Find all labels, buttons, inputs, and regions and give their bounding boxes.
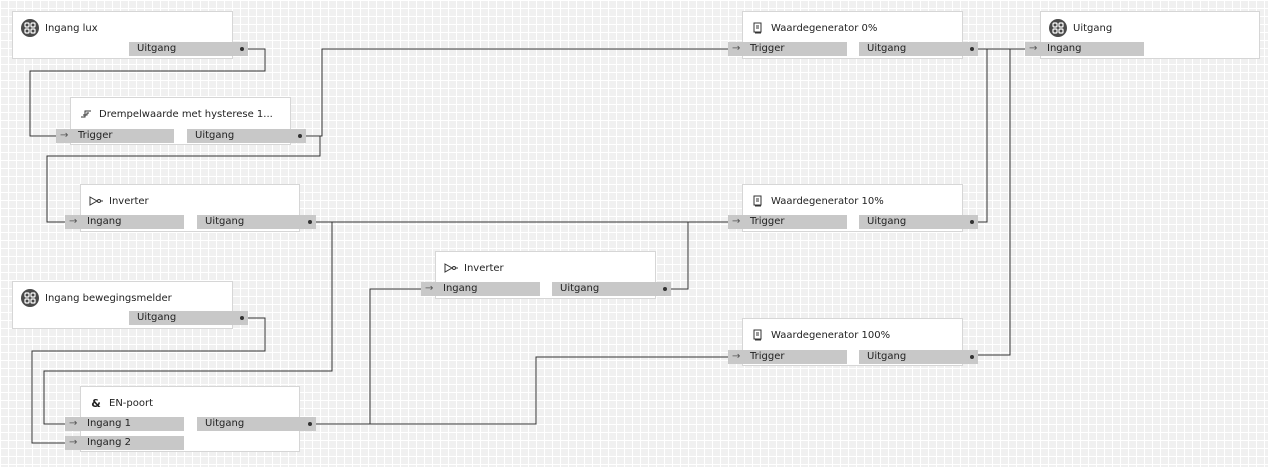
node-title: Drempelwaarde met hysterese 1... — [99, 108, 273, 120]
output-port[interactable]: Uitgang — [859, 215, 978, 229]
port-label: Ingang 2 — [87, 437, 131, 448]
arrow-right-icon: → — [60, 130, 69, 141]
output-port[interactable]: Uitgang — [187, 129, 306, 143]
port-label: Trigger — [78, 130, 113, 141]
port-label: Uitgang — [867, 216, 907, 227]
node-header: Inverter — [89, 191, 149, 211]
node-header: Uitgang — [1049, 18, 1112, 38]
output-port[interactable]: Uitgang — [552, 282, 671, 296]
input-port-ingang-1[interactable]: → Ingang 1 — [65, 417, 184, 431]
output-port[interactable]: Uitgang — [129, 311, 248, 325]
input-port-ingang[interactable]: → Ingang — [421, 282, 540, 296]
port-connector-dot[interactable] — [298, 134, 302, 138]
port-connector-dot[interactable] — [240, 47, 244, 51]
output-port[interactable]: Uitgang — [859, 350, 978, 364]
node-title: Inverter — [109, 195, 149, 207]
port-label: Ingang — [87, 216, 122, 227]
io-block-icon — [1049, 19, 1067, 37]
node-header: Ingang bewegingsmelder — [21, 288, 172, 308]
wire-and-to-wg100 — [310, 356, 737, 425]
node-title: Waardegenerator 0% — [771, 22, 878, 34]
node-title: Waardegenerator 10% — [771, 195, 884, 207]
node-title: Waardegenerator 100% — [771, 329, 891, 341]
wire-and-to-inverter2 — [310, 288, 445, 425]
node-header: Ingang lux — [21, 18, 98, 38]
inverter-icon — [89, 194, 103, 208]
inverter-icon — [444, 261, 458, 275]
output-port[interactable]: Uitgang — [197, 215, 316, 229]
wire-wg100-to-output — [969, 48, 1034, 356]
node-header: & EN-poort — [89, 393, 153, 413]
node-header: Drempelwaarde met hysterese 1... — [79, 104, 273, 124]
port-label: Ingang 1 — [87, 418, 131, 429]
wire-threshold-to-wg0 — [300, 48, 737, 137]
arrow-right-icon: → — [69, 437, 78, 448]
and-gate-icon: & — [91, 396, 101, 410]
node-title: Uitgang — [1073, 22, 1113, 34]
input-port-trigger[interactable]: → Trigger — [56, 129, 174, 143]
port-connector-dot[interactable] — [970, 220, 974, 224]
port-label: Uitgang — [867, 43, 907, 54]
port-connector-dot[interactable] — [970, 355, 974, 359]
output-port[interactable]: Uitgang — [129, 42, 248, 56]
port-label: Uitgang — [560, 283, 600, 294]
node-title: EN-poort — [109, 397, 154, 409]
input-port-trigger[interactable]: → Trigger — [728, 215, 847, 229]
input-port-ingang[interactable]: → Ingang — [65, 215, 184, 229]
node-title: Inverter — [464, 262, 504, 274]
output-port[interactable]: Uitgang — [197, 417, 316, 431]
node-header: Waardegenerator 0% — [751, 18, 877, 38]
input-port-trigger[interactable]: → Trigger — [728, 350, 847, 364]
arrow-right-icon: → — [732, 216, 741, 227]
port-connector-dot[interactable] — [308, 220, 312, 224]
port-label: Ingang — [443, 283, 478, 294]
output-port[interactable]: Uitgang — [859, 42, 978, 56]
port-label: Trigger — [750, 43, 785, 54]
arrow-right-icon: → — [732, 43, 741, 54]
wire-inverter2-to-wg10 — [664, 221, 737, 290]
port-label: Uitgang — [137, 43, 177, 54]
value-generator-icon — [751, 328, 765, 342]
node-title: Ingang bewegingsmelder — [45, 292, 172, 304]
port-connector-dot[interactable] — [240, 316, 244, 320]
arrow-right-icon: → — [69, 418, 78, 429]
arrow-right-icon: → — [732, 351, 741, 362]
value-generator-icon — [751, 194, 765, 208]
node-header: Waardegenerator 10% — [751, 191, 884, 211]
port-connector-dot[interactable] — [308, 422, 312, 426]
port-connector-dot[interactable] — [970, 47, 974, 51]
port-label: Uitgang — [137, 312, 177, 323]
port-label: Uitgang — [867, 351, 907, 362]
node-header: Waardegenerator 100% — [751, 325, 890, 345]
io-block-icon — [21, 289, 39, 307]
input-port-ingang-2[interactable]: → Ingang 2 — [65, 436, 184, 450]
wire-wg10-to-output — [969, 48, 1034, 223]
arrow-right-icon: → — [1029, 43, 1038, 54]
port-label: Ingang — [1047, 43, 1082, 54]
node-header: Inverter — [444, 258, 504, 278]
port-connector-dot[interactable] — [663, 287, 667, 291]
port-label: Uitgang — [205, 216, 245, 227]
value-generator-icon — [751, 21, 765, 35]
threshold-icon — [79, 107, 93, 121]
node-title: Ingang lux — [45, 22, 98, 34]
port-label: Trigger — [750, 216, 785, 227]
port-label: Uitgang — [205, 418, 245, 429]
arrow-right-icon: → — [69, 216, 78, 227]
port-label: Trigger — [750, 351, 785, 362]
io-block-icon — [21, 19, 39, 37]
port-label: Uitgang — [195, 130, 235, 141]
arrow-right-icon: → — [425, 283, 434, 294]
input-port-trigger[interactable]: → Trigger — [728, 42, 847, 56]
input-port-ingang[interactable]: → Ingang — [1025, 42, 1144, 56]
